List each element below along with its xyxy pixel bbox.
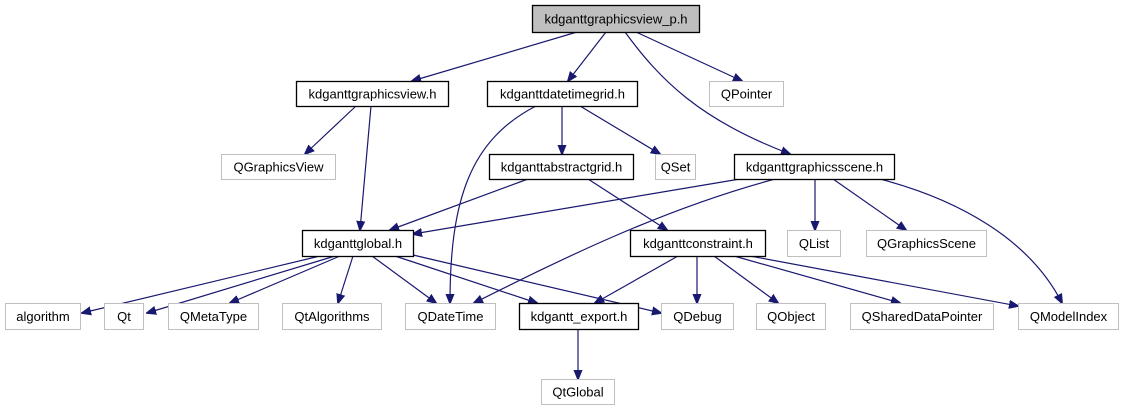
node-label: QMetaType <box>180 309 247 324</box>
node-box <box>655 154 696 180</box>
node-label: QSet <box>661 160 691 175</box>
edge-graphicsview-to-qgraphicsview <box>305 105 357 154</box>
node-label: QDateTime <box>418 309 484 324</box>
node-qgraphicsview: QGraphicsView <box>221 154 336 180</box>
edge-graphicsscene-to-qmodelindex <box>879 178 1062 303</box>
node-algorithm: algorithm <box>5 303 81 330</box>
node-box <box>709 81 784 107</box>
edge-global-to-qmetatype <box>230 255 341 303</box>
node-box <box>661 303 734 330</box>
edge-constraint-to-qobject <box>713 255 778 303</box>
node-label: Qt <box>117 309 131 324</box>
edge-global-to-qtalgorithms <box>338 255 354 303</box>
node-qpointer: QPointer <box>709 81 784 107</box>
edge-graphicsscene-to-qdatetime <box>474 178 776 303</box>
node-datetimegrid[interactable]: kdganttdatetimegrid.h <box>486 80 639 108</box>
node-label: QGraphicsView <box>233 160 324 175</box>
edge-abstractgrid-to-constraint <box>587 178 667 230</box>
node-qt: Qt <box>104 303 144 330</box>
node-label: QtGlobal <box>552 385 603 400</box>
node-box <box>541 379 615 405</box>
node-box <box>282 303 382 330</box>
node-box <box>756 303 826 330</box>
nodes-layer: kdganttgraphicsview_p.h kdganttgraphicsvi… <box>5 4 1119 405</box>
node-qtalgorithms: QtAlgorithms <box>282 303 382 330</box>
node-global[interactable]: kdganttglobal.h <box>301 229 415 258</box>
edge-root-to-graphicsscene <box>624 31 790 154</box>
node-qdatetime: QDateTime <box>405 303 496 330</box>
node-qgraphicsscene: QGraphicsScene <box>866 230 987 257</box>
node-box <box>104 303 144 330</box>
edge-root-to-qpointer <box>635 31 742 81</box>
edge-graphicsscene-to-global <box>413 178 741 234</box>
node-label: QPointer <box>721 87 773 102</box>
node-qshareddatapointer: QSharedDataPointer <box>850 303 994 330</box>
edge-abstractgrid-to-global <box>390 178 529 230</box>
node-label: QObject <box>767 309 815 324</box>
node-graphicsscene[interactable]: kdganttgraphicsscene.h <box>733 153 896 181</box>
node-label: algorithm <box>16 309 69 324</box>
node-label: QDebug <box>673 309 721 324</box>
node-label: QtAlgorithms <box>294 309 370 324</box>
node-label: kdganttconstraint.h <box>643 236 753 251</box>
node-label: kdganttglobal.h <box>314 236 402 251</box>
edge-datetimegrid-to-qset <box>579 105 660 154</box>
edge-constraint-to-qshareddatapointer <box>733 255 900 303</box>
node-label: kdganttdatetimegrid.h <box>500 87 625 102</box>
edge-datetimegrid-to-qdatetime <box>450 105 537 303</box>
node-label: kdganttgraphicsview_p.h <box>544 12 687 27</box>
edge-constraint-to-export <box>595 255 679 303</box>
node-label: QSharedDataPointer <box>862 309 983 324</box>
edge-global-to-qdatetime <box>371 255 436 303</box>
node-box <box>405 303 496 330</box>
node-box <box>1018 303 1119 330</box>
node-box <box>221 154 336 180</box>
node-label: kdgantt_export.h <box>531 309 628 324</box>
node-qmetatype: QMetaType <box>168 303 259 330</box>
node-label: QList <box>799 236 830 251</box>
node-constraint[interactable]: kdganttconstraint.h <box>629 229 767 258</box>
edge-root-to-datetimegrid <box>568 31 607 81</box>
node-box <box>787 230 841 257</box>
node-box <box>295 80 450 108</box>
node-qdebug: QDebug <box>661 303 734 330</box>
node-box <box>168 303 259 330</box>
edge-root-to-graphicsview <box>412 31 578 81</box>
node-box <box>733 153 896 181</box>
node-qmodelindex: QModelIndex <box>1018 303 1119 330</box>
node-label: QGraphicsScene <box>877 236 976 251</box>
node-box <box>531 4 701 34</box>
node-label: kdganttgraphicsview.h <box>309 87 437 102</box>
node-box <box>486 80 639 108</box>
node-qlist: QList <box>787 230 841 257</box>
node-label: QModelIndex <box>1030 309 1108 324</box>
node-qset: QSet <box>655 154 696 180</box>
edge-graphicsscene-to-qgraphicsscene <box>832 178 906 230</box>
node-box <box>301 229 415 258</box>
node-graphicsview[interactable]: kdganttgraphicsview.h <box>295 80 450 108</box>
edge-constraint-to-qmodelindex <box>749 255 1018 306</box>
node-box <box>850 303 994 330</box>
node-abstractgrid[interactable]: kdganttabstractgrid.h <box>488 153 635 181</box>
node-label: kdganttgraphicsscene.h <box>746 160 883 175</box>
node-export[interactable]: kdgantt_export.h <box>518 302 640 331</box>
edge-global-to-export <box>394 255 537 303</box>
node-label: kdganttabstractgrid.h <box>501 160 622 175</box>
node-box <box>866 230 987 257</box>
node-box <box>629 229 767 258</box>
node-qtglobal: QtGlobal <box>541 379 615 405</box>
edge-graphicsview-to-global <box>360 105 372 230</box>
node-root[interactable]: kdganttgraphicsview_p.h <box>531 4 701 34</box>
node-box <box>518 302 640 331</box>
node-qobject: QObject <box>756 303 826 330</box>
node-box <box>488 153 635 181</box>
node-box <box>5 303 81 330</box>
